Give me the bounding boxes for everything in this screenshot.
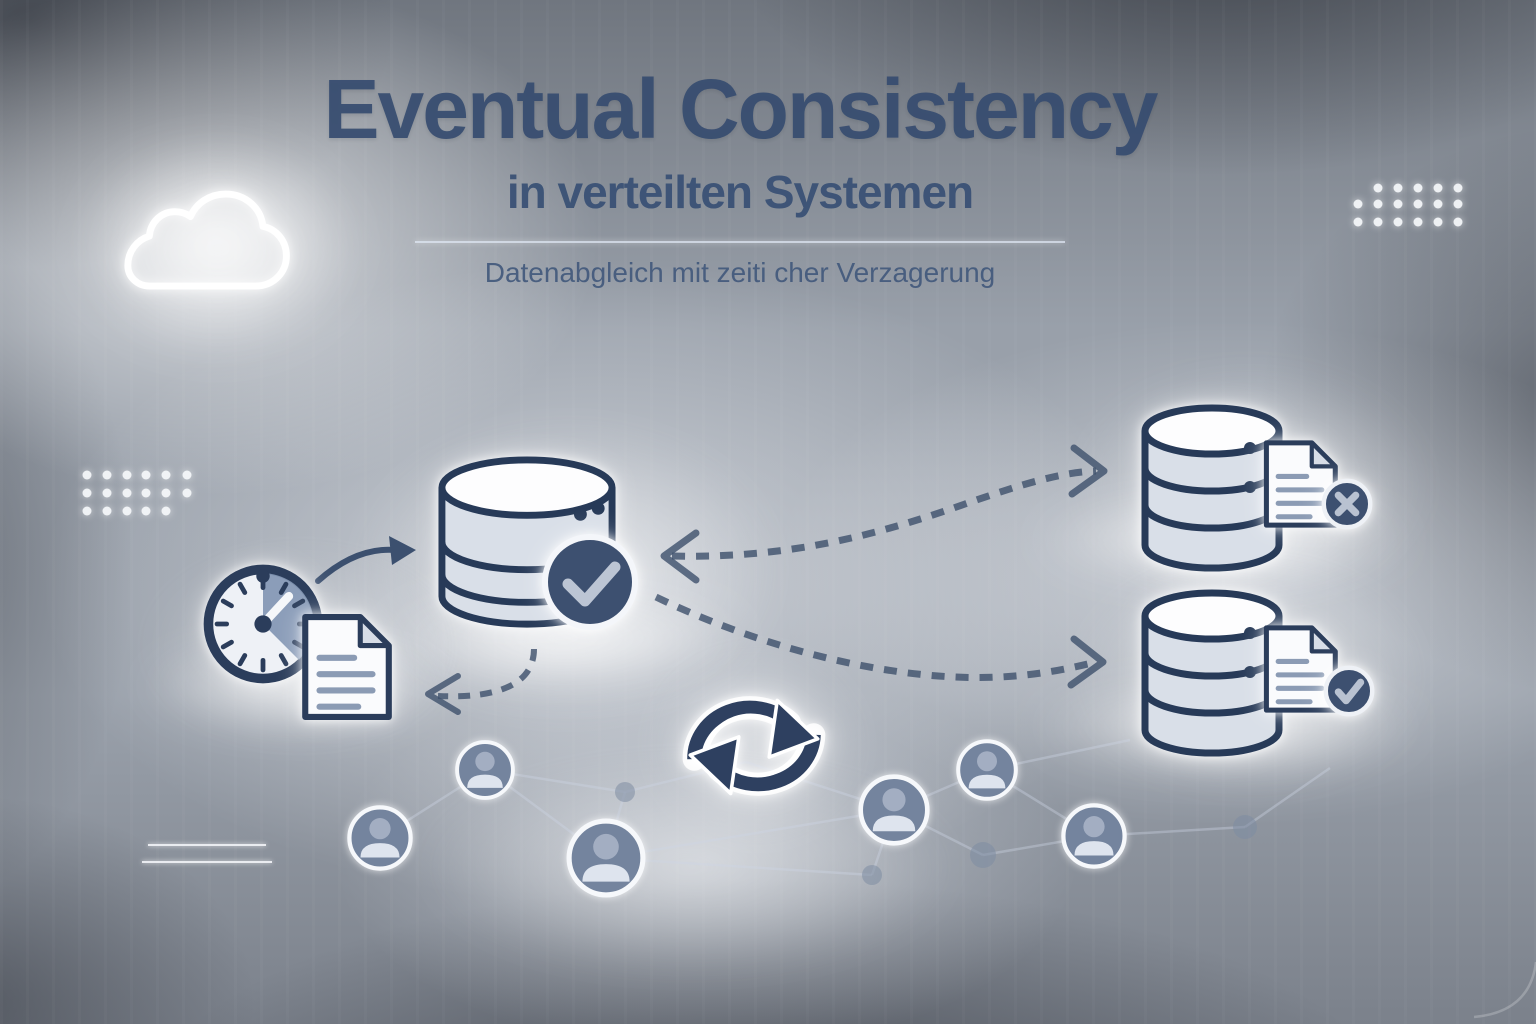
sync-arrows-icon: [668, 672, 840, 824]
solid-arrow-clock-to-db: [315, 536, 416, 584]
accent-line-2: [142, 861, 272, 863]
dot-grid-left: [82, 470, 192, 516]
dashed-arrow-to-document: [437, 648, 537, 700]
user-avatar-icon: [857, 773, 931, 847]
clock-icon: [196, 557, 330, 691]
corner-arc: [1473, 961, 1536, 1019]
header-divider: [415, 241, 1065, 244]
user-avatar-icon: [454, 739, 516, 801]
cloud-icon: [120, 180, 306, 304]
check-badge-small-icon: [1320, 662, 1378, 720]
dashed-arrow-bidirectional: [671, 467, 1097, 560]
page-tagline: Datenabgleich mit zeiti cher Verzagerung: [484, 257, 996, 289]
page-title: Eventual Consistency: [323, 62, 1159, 156]
check-badge-icon: [535, 527, 645, 637]
user-avatar-icon: [955, 738, 1019, 802]
arrowhead-right-top: [1068, 444, 1108, 498]
dashed-arrow-to-bottom-replica: [654, 593, 1097, 682]
arrowhead-document: [425, 673, 461, 715]
header: Eventual Consistency in verteilten Syste…: [0, 62, 1480, 289]
dot-grid-top-right: [1353, 183, 1463, 227]
user-avatar-icon: [1060, 802, 1128, 870]
replica-bottom-database-icon: [1134, 587, 1290, 759]
page-subtitle: in verteilten Systemen: [506, 166, 974, 219]
glow-cloud: [78, 138, 358, 358]
arrowhead-right-bottom: [1067, 635, 1107, 689]
arrowhead-left: [660, 529, 700, 584]
accent-line-1: [148, 844, 266, 846]
user-avatar-icon: [565, 817, 647, 899]
document-icon: [295, 613, 397, 721]
user-avatar-icon: [346, 804, 414, 872]
x-badge-icon: [1318, 475, 1376, 533]
